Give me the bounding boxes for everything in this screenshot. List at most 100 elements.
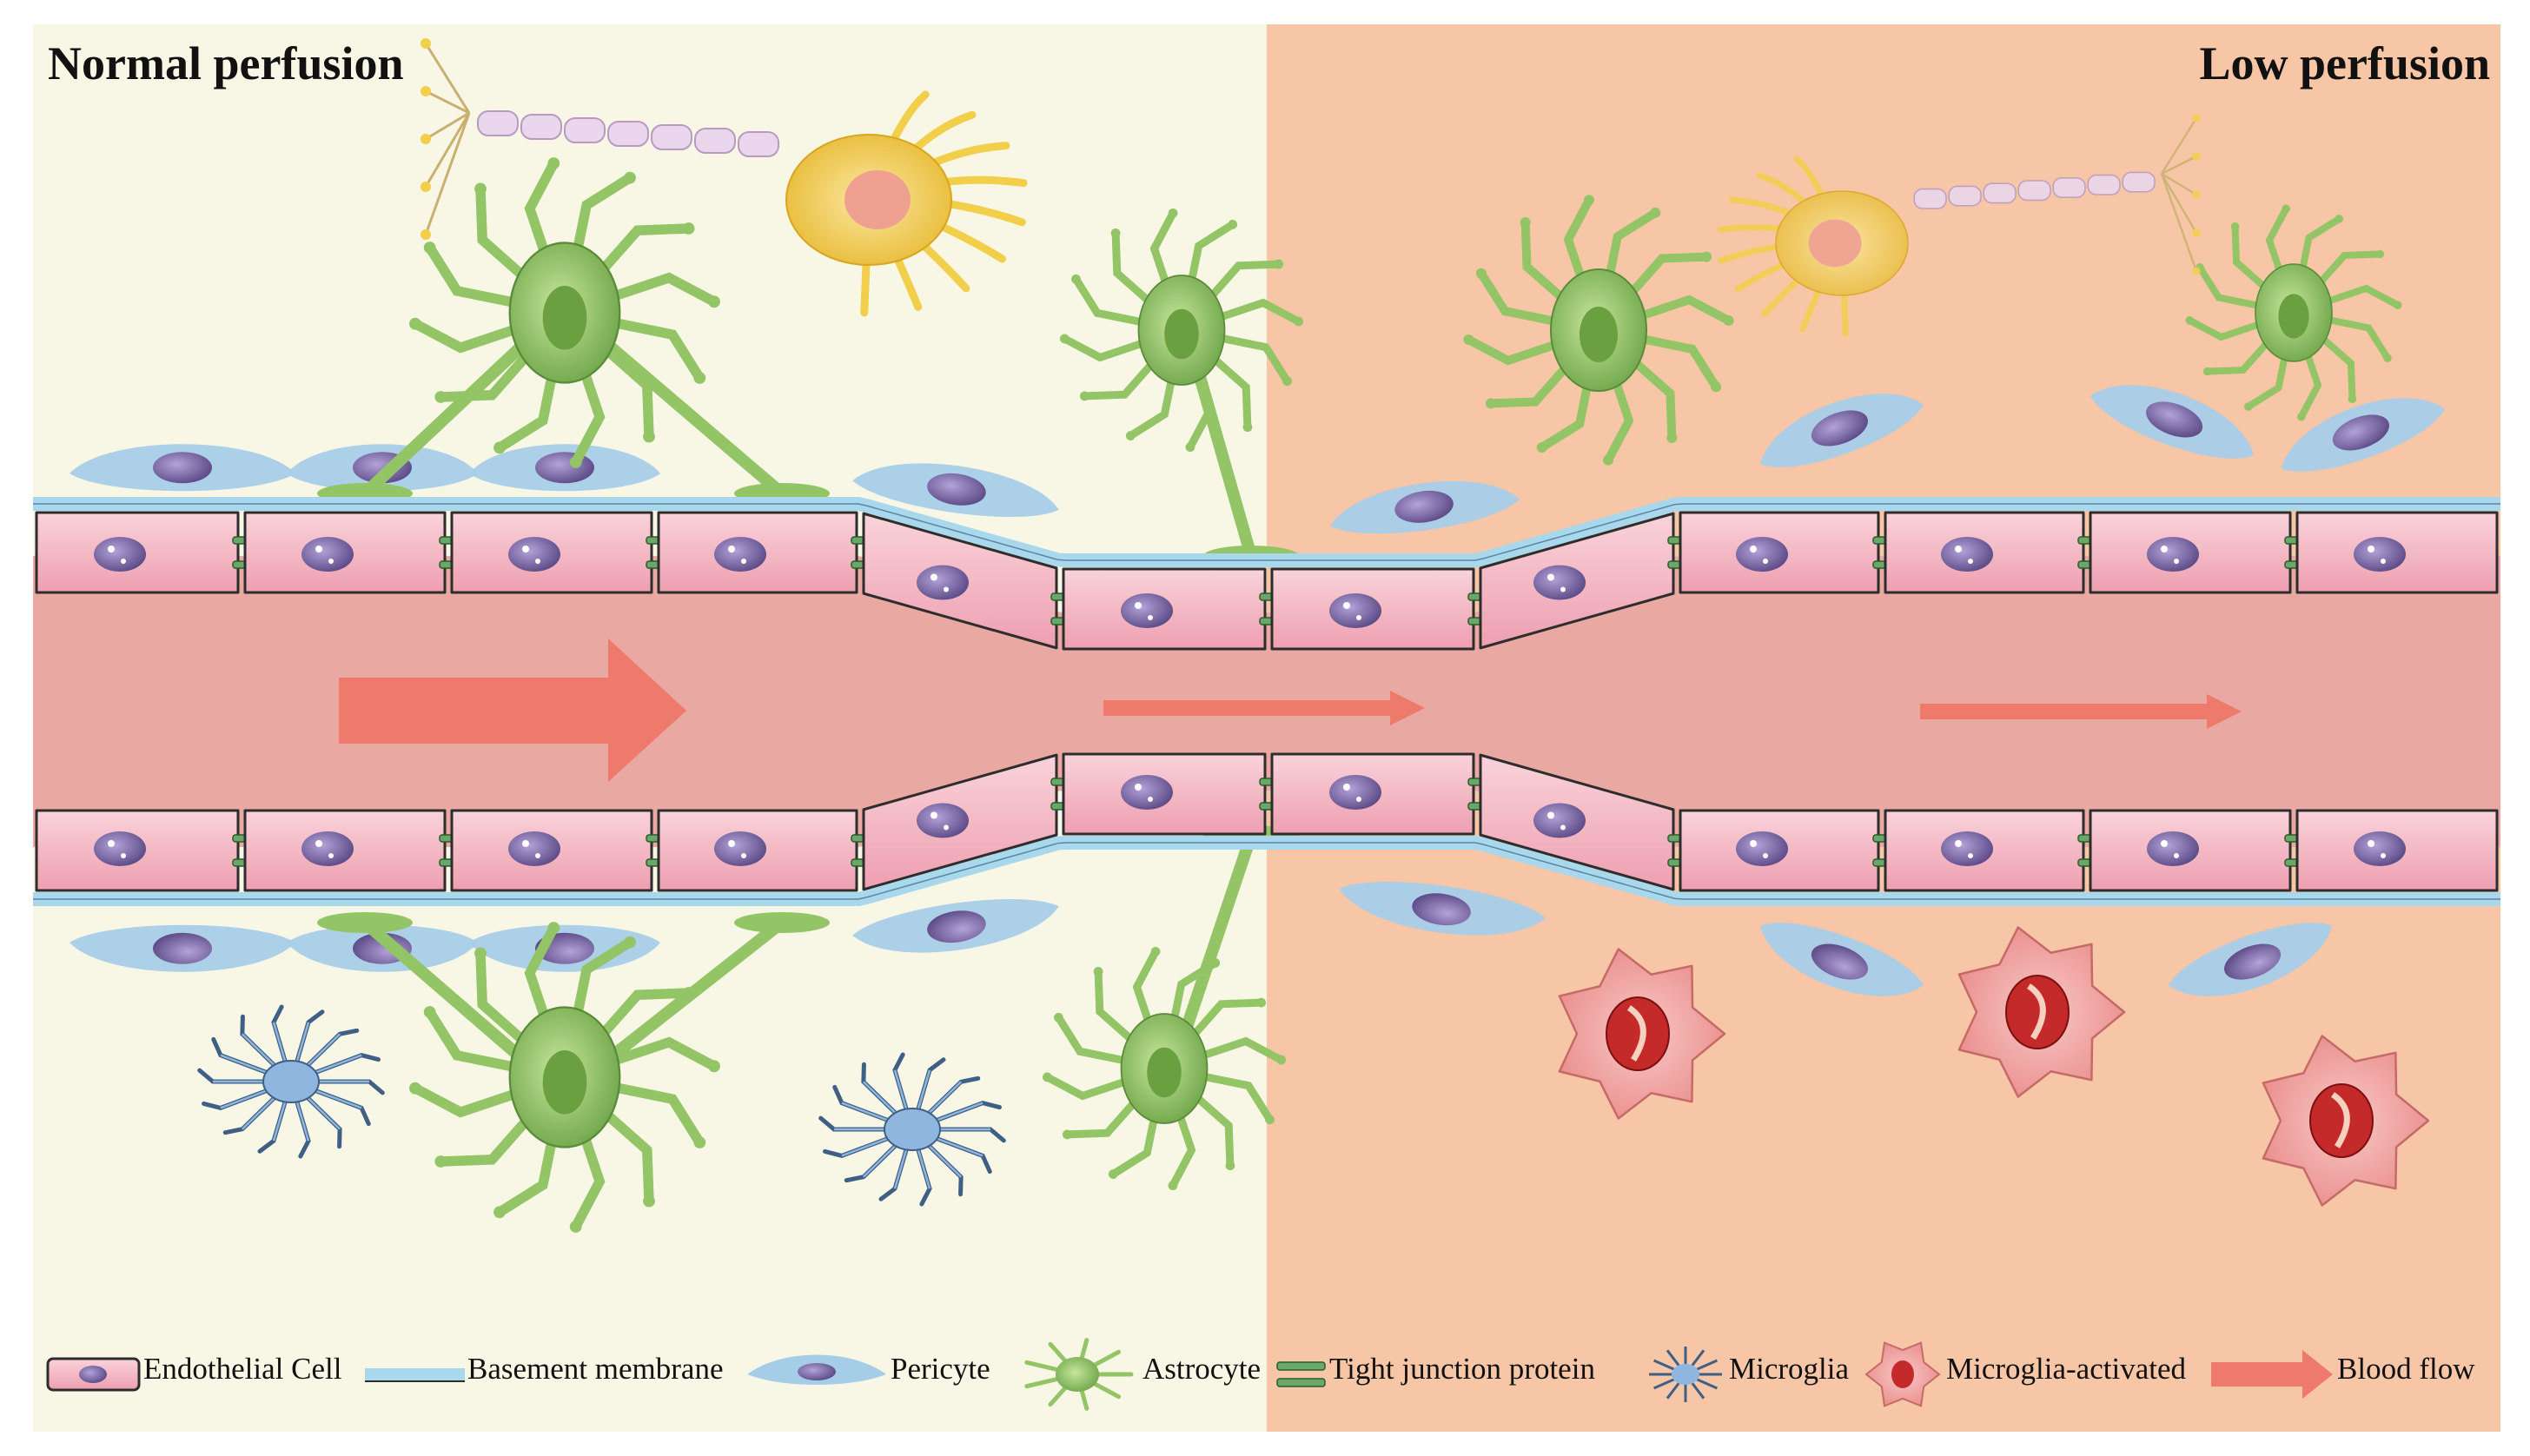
endothelial-cell	[1479, 512, 1675, 650]
nucleus-highlight	[2161, 546, 2168, 553]
legend-label: Microglia-activated	[1946, 1352, 2186, 1386]
astrocyte-tip	[1108, 1169, 1118, 1179]
neuron-nucleus	[1808, 219, 1862, 268]
astrocyte-tip	[682, 222, 695, 235]
endothelial-nucleus	[1736, 831, 1788, 866]
astrocyte-tip	[2393, 301, 2402, 309]
nucleus-highlight	[1955, 546, 1962, 553]
nucleus-highlight	[108, 546, 115, 553]
endothelial-nucleus	[917, 803, 969, 838]
astrocyte-tip	[1093, 966, 1103, 976]
legend-tj-bar	[1276, 1361, 1326, 1371]
endothelial-nucleus	[917, 565, 969, 600]
microglia-activated	[2262, 1035, 2430, 1207]
legend-microglia-body	[1672, 1364, 1699, 1385]
endothelial-cell	[2295, 511, 2499, 594]
endothelial-cell	[35, 809, 240, 892]
endothelial-nucleus	[2147, 831, 2199, 866]
astrocyte-tip	[1210, 958, 1221, 968]
astrocyte-tip	[1723, 314, 1734, 326]
tight-junction-icon	[1276, 1361, 1326, 1387]
pericyte	[1330, 480, 1520, 534]
myelin-segment	[651, 124, 692, 150]
neuron	[421, 38, 1028, 317]
axon-terminal	[425, 89, 470, 115]
astrocyte-endfoot	[359, 324, 545, 500]
microglia	[197, 1004, 385, 1159]
astrocyte-tip	[1059, 334, 1070, 344]
axon-terminal-bulb	[421, 134, 431, 144]
nucleus-highlight	[741, 853, 746, 858]
axon-terminal	[425, 111, 470, 141]
pericyte-nucleus	[2332, 414, 2389, 451]
myelin-segment	[738, 131, 779, 157]
nucleus-highlight	[328, 559, 334, 564]
blood-flow-arrow-icon	[2211, 1350, 2333, 1399]
astrocyte	[409, 922, 720, 1233]
astrocyte-tip	[409, 317, 421, 330]
endothelial-cell	[1270, 752, 1475, 836]
nucleus-highlight	[2174, 559, 2179, 564]
astrocyte-tip	[423, 1006, 436, 1018]
endothelial-cell	[35, 511, 240, 594]
axon-terminal-bulb	[2192, 228, 2201, 237]
pericyte-nucleus	[1394, 490, 1454, 523]
astrocyte-nucleus	[1147, 1047, 1182, 1098]
endothelial-nucleus	[714, 537, 766, 572]
nucleus-highlight	[1968, 853, 1973, 858]
astrocyte-tip	[569, 1221, 582, 1233]
astrocyte-tip	[624, 936, 636, 949]
nucleus-highlight	[315, 840, 322, 847]
legend-astrocyte-body	[1056, 1357, 1099, 1392]
nucleus-highlight	[2381, 853, 2386, 858]
astrocyte-tip	[1583, 195, 1594, 206]
blood-flow-arrow-large	[339, 639, 686, 782]
endothelial-nucleus	[1121, 593, 1173, 628]
endothelial-nucleus	[1941, 537, 1993, 572]
nucleus-highlight	[2161, 840, 2168, 847]
astrocyte-tip	[1168, 208, 1178, 218]
nucleus-highlight	[108, 840, 115, 847]
astrocyte-tip	[1520, 216, 1531, 228]
legend-label: Blood flow	[2337, 1352, 2475, 1386]
astrocyte-tip	[434, 1155, 447, 1168]
nucleus-highlight	[1148, 615, 1153, 620]
activated-nucleus	[2005, 975, 2070, 1049]
astrocyte-tip	[1294, 316, 1304, 327]
astrocyte-tip	[1062, 1129, 1072, 1140]
astrocyte-tip	[1485, 398, 1496, 409]
endothelial-nucleus	[1533, 565, 1586, 600]
endothelial-cell	[2089, 809, 2292, 892]
nucleus-highlight	[1547, 573, 1554, 581]
astrocyte-tip	[1110, 228, 1121, 238]
pericyte-nucleus	[927, 473, 986, 506]
endothelial-cell	[1270, 567, 1475, 651]
endothelial-cell	[2089, 511, 2292, 594]
astrocyte-tip	[2383, 354, 2392, 362]
astrocyte	[1042, 946, 1287, 1191]
astrocyte-tip	[2348, 394, 2357, 404]
activated-highlight	[2330, 1092, 2350, 1148]
astrocyte-tip	[423, 242, 436, 254]
microglia-activated	[1558, 948, 1726, 1120]
endothelial-nucleus	[1736, 537, 1788, 572]
neuron-nucleus	[844, 170, 911, 229]
microglia-body	[262, 1060, 320, 1103]
endothelial-cell	[862, 753, 1058, 891]
nucleus-highlight	[931, 811, 937, 819]
endothelial-nucleus	[2147, 537, 2199, 572]
endothelial-cell	[657, 511, 858, 594]
nucleus-highlight	[1356, 797, 1361, 802]
legend-arrow-shape	[2211, 1350, 2333, 1399]
endothelial-nucleus	[1121, 775, 1173, 810]
legend-label: Basement membrane	[467, 1352, 724, 1386]
pericyte-nucleus	[2224, 943, 2282, 980]
astrocyte-tip	[474, 182, 487, 195]
legend-membrane-band	[365, 1368, 465, 1380]
myelin-segment	[2087, 174, 2121, 195]
endothelial-nucleus	[301, 831, 354, 866]
pericyte	[2282, 398, 2445, 472]
astrocyte-tip	[2244, 402, 2253, 411]
astrocyte	[2185, 204, 2402, 421]
astrocyte-tip	[1256, 997, 1267, 1008]
